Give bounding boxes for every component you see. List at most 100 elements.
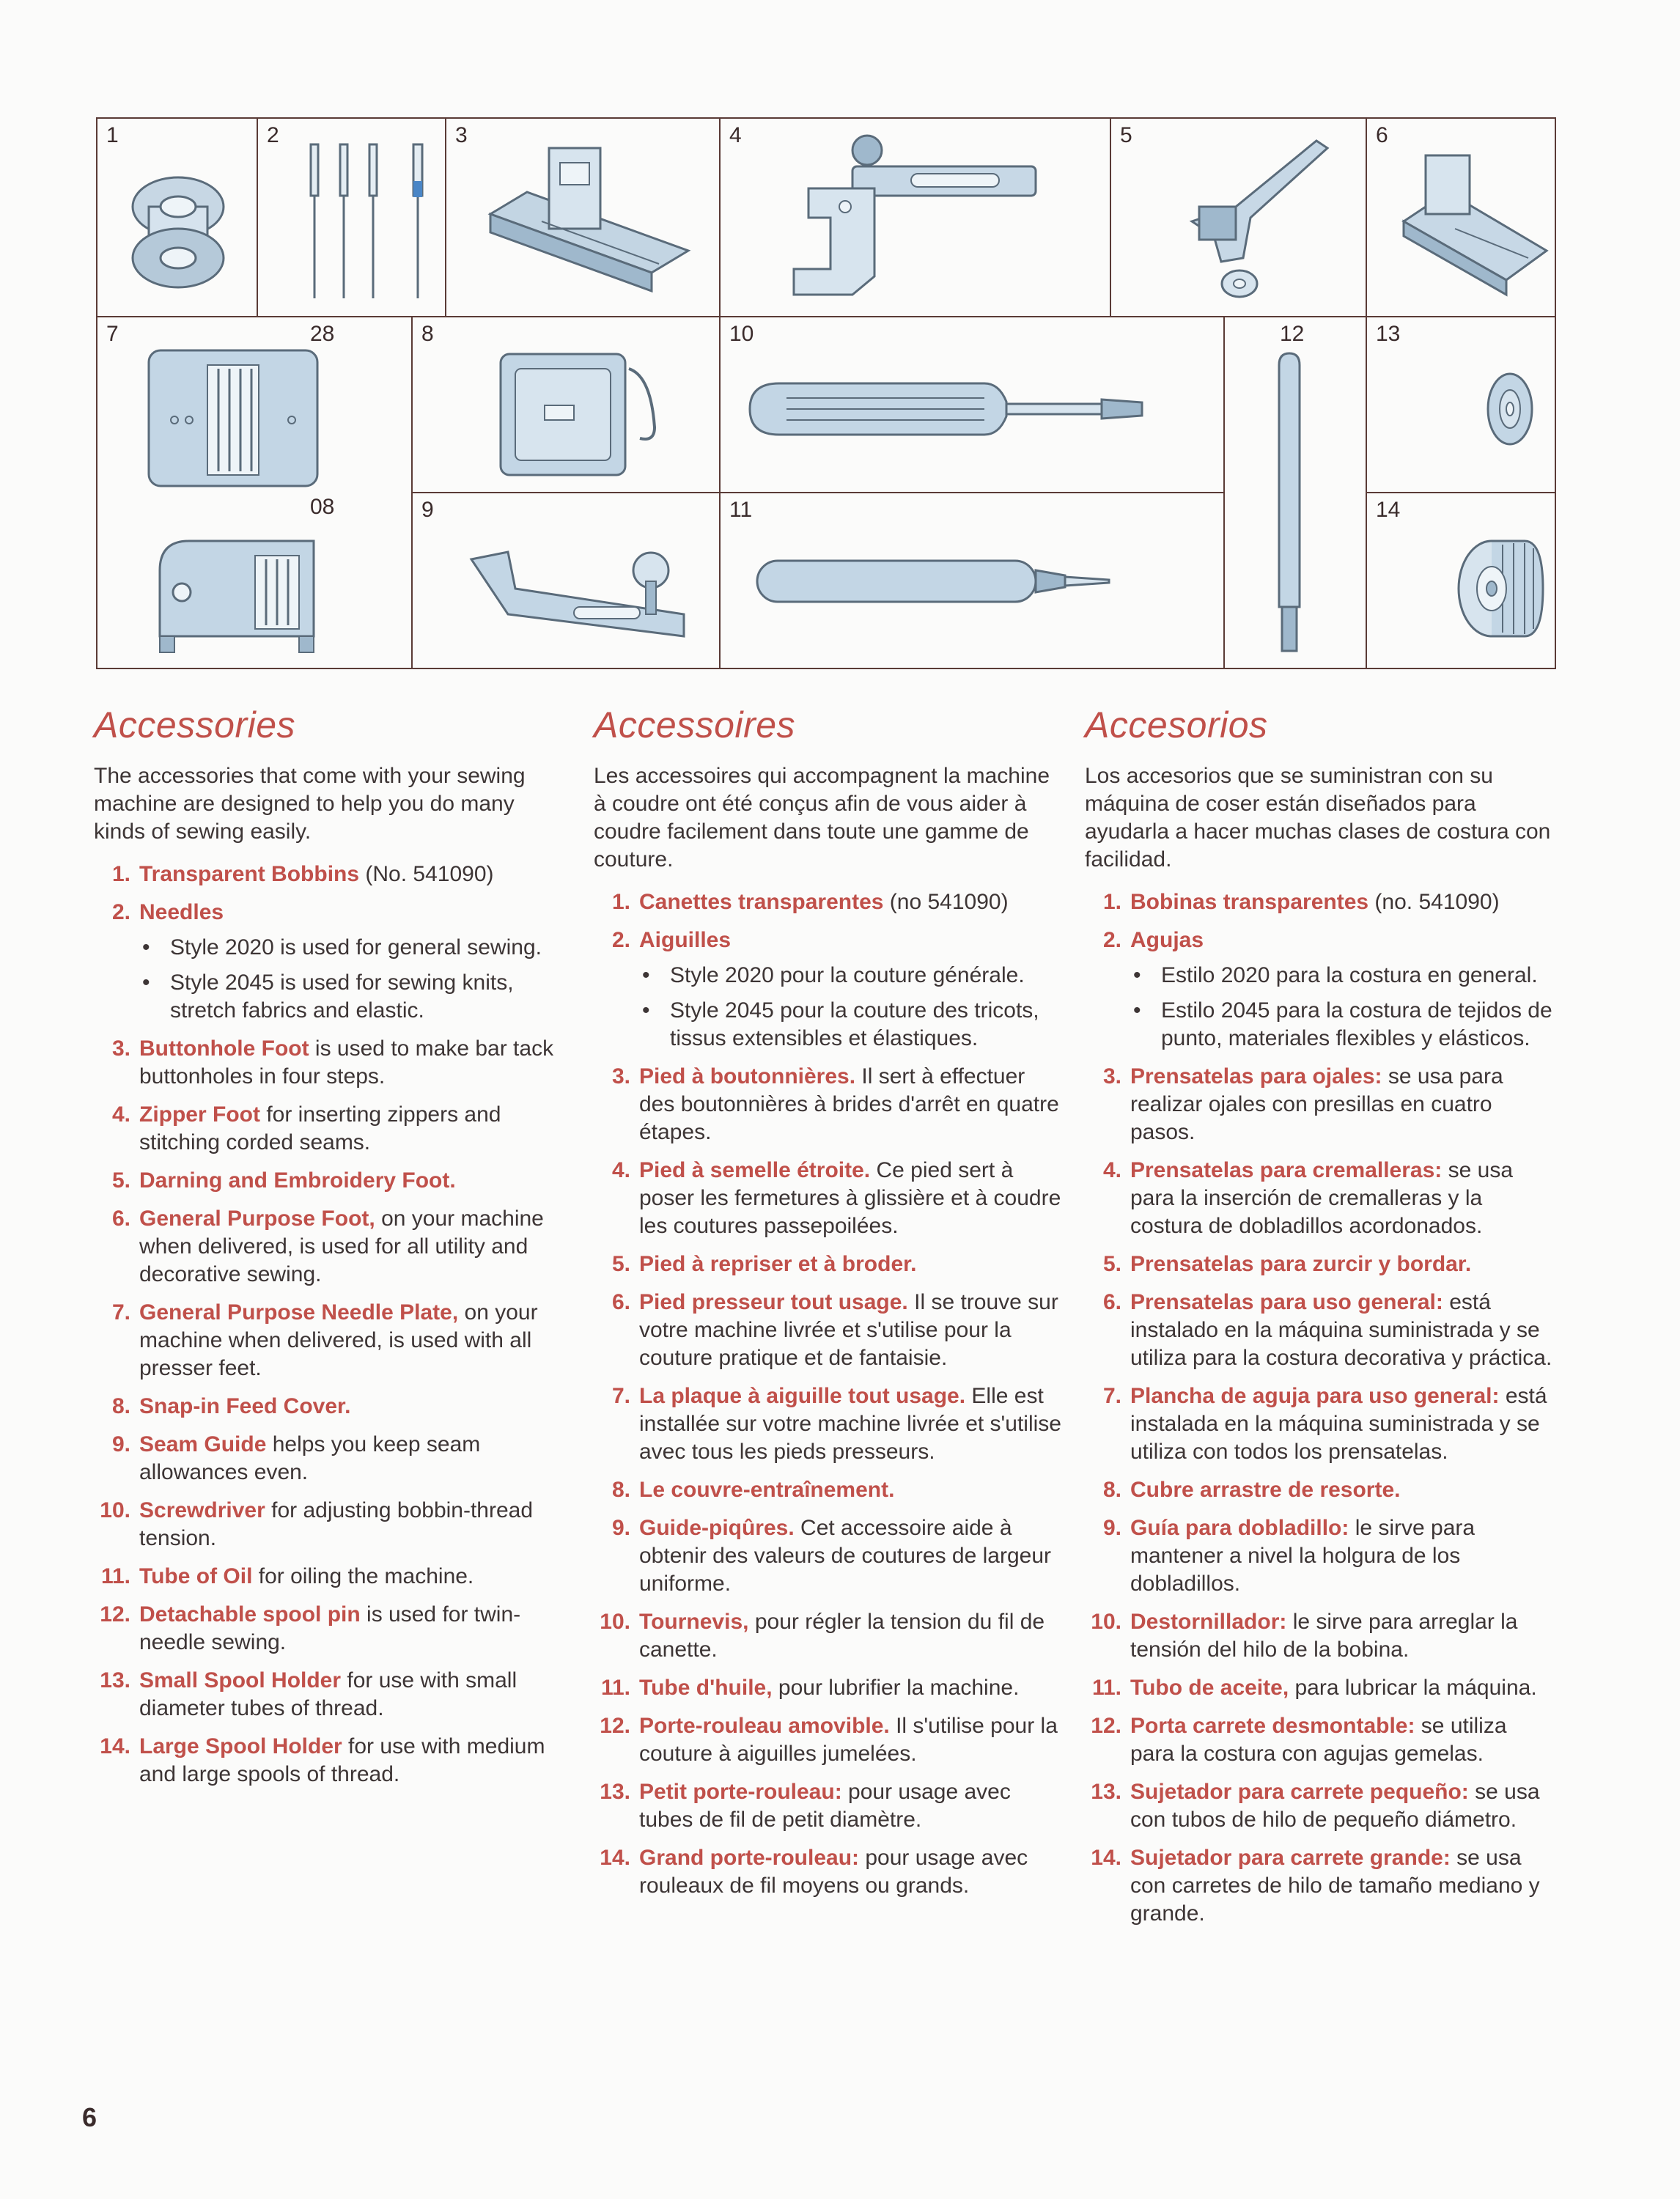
list-item: 12. Detachable spool pin is used for twin… (94, 1601, 561, 1657)
item-number: 8. (111, 1394, 130, 1418)
item-number: 14. (600, 1846, 630, 1870)
item-title: Porta carrete desmontable: (1130, 1714, 1415, 1738)
item-number: 5. (111, 1168, 130, 1193)
spanish-column: Accesorios Los accesorios que se suminis… (1085, 704, 1554, 1938)
item-text: para lubricar la máquina. (1289, 1676, 1537, 1700)
list-item: 5. Darning and Embroidery Foot. (94, 1167, 561, 1195)
list-item: 6.General Purpose Foot, on your machine … (94, 1205, 561, 1289)
list-item: 1.Transparent Bobbins (No. 541090) (94, 861, 561, 888)
list-item: 4.Prensatelas para cremalleras: se usa p… (1085, 1157, 1554, 1240)
list-item: 8.Snap-in Feed Cover. (94, 1393, 561, 1421)
item-number: 1. (611, 890, 630, 914)
general-purpose-foot-illustration (1396, 141, 1550, 302)
screwdriver-illustration (743, 361, 1153, 457)
item-number: 1. (1102, 890, 1121, 914)
list-item: 2.Needles Style 2020 is used for general… (94, 899, 561, 1025)
item-text: Cet accessoire aide à obtenir des valeur… (639, 1516, 1052, 1596)
large-spool-holder-illustration (1451, 530, 1547, 647)
list-item: 12.Porte-rouleau amovible. Il s'utilise … (594, 1712, 1063, 1768)
item-title: Pied à boutonnières. (639, 1064, 856, 1089)
list-item: 2.Agujas Estilo 2020 para la costura en … (1085, 927, 1554, 1053)
oil-tube-illustration (750, 545, 1116, 618)
item-text: Il sert à effectuer des boutonnières à b… (639, 1064, 1059, 1144)
item-number: 3. (1102, 1064, 1121, 1089)
item-text: pour régler la tension du fil de canette… (639, 1610, 1045, 1662)
item-title: Prensatelas para zurcir y bordar. (1130, 1252, 1472, 1276)
list-item: 7.Plancha de aguja para uso general: est… (1085, 1382, 1554, 1466)
item-text: le sirve para mantener a nivel la holgur… (1130, 1516, 1475, 1596)
cell-large-spool-holder: 14 (1366, 492, 1556, 669)
item-number: 14. (1091, 1846, 1121, 1870)
item-number: 8. (611, 1478, 630, 1502)
figure-label: 8 (421, 322, 434, 346)
item-number: 1. (111, 862, 130, 886)
bobbin-illustration (119, 155, 237, 302)
list-item: 7.La plaque à aiguille tout usage. Elle … (594, 1382, 1063, 1466)
cell-buttonhole-foot: 3 (445, 117, 721, 317)
item-number: 7. (111, 1300, 130, 1325)
item-text: for inserting zippers and stitching cord… (139, 1102, 501, 1154)
english-intro: The accessories that come with your sewi… (94, 764, 526, 844)
seam-guide-illustration (464, 530, 706, 655)
item-title: Agujas (1130, 928, 1204, 952)
item-text: se usa con tubos de hilo de pequeño diám… (1130, 1780, 1540, 1832)
needle-styles: Estilo 2020 para la costura en general. … (1130, 962, 1554, 1053)
list-item: 4.Pied à semelle étroite. Ce pied sert à… (594, 1157, 1063, 1240)
figure-label: 1 (106, 123, 119, 147)
item-number: 12. (600, 1714, 630, 1738)
needle-plate-28-illustration (145, 347, 321, 490)
item-title: Sujetador para carrete grande: (1130, 1846, 1451, 1870)
spanish-intro: Los accesorios que se suministran con su… (1085, 764, 1551, 872)
item-text: Il se trouve sur votre machine livrée et… (639, 1290, 1058, 1370)
item-number: 13. (1091, 1780, 1121, 1804)
item-title: Pied à repriser et à broder. (639, 1252, 917, 1276)
list-item: 8.Cubre arrastre de resorte. (1085, 1476, 1554, 1504)
list-item: 13.Petit porte-rouleau: pour usage avec … (594, 1778, 1063, 1834)
item-number: 12. (1091, 1714, 1121, 1738)
list-item: 11.Tubo de aceite, para lubricar la máqu… (1085, 1674, 1554, 1702)
item-number: 5. (1102, 1252, 1121, 1276)
bullet-item: Estilo 2020 para la costura en general. (1130, 962, 1554, 990)
item-text: está instalada en la máquina suministrad… (1130, 1384, 1547, 1464)
item-title: Bobinas transparentes (1130, 890, 1369, 914)
item-title: Detachable spool pin (139, 1602, 361, 1627)
item-title: Zipper Foot (139, 1102, 260, 1127)
item-text: is used for twin-needle sewing. (139, 1602, 521, 1654)
english-column: Accessories The accessories that come wi… (94, 704, 561, 1799)
item-number: 3. (611, 1064, 630, 1089)
cell-screwdriver: 10 (719, 316, 1225, 493)
list-item: 5. Prensatelas para zurcir y bordar. (1085, 1250, 1554, 1278)
french-intro: Les accessoires qui accompagnent la mach… (594, 764, 1050, 872)
item-text: se usa para la inserción de cremalleras … (1130, 1158, 1514, 1238)
bullet-item: Style 2020 pour la couture générale. (639, 962, 1063, 990)
cell-spool-pin: 12 (1223, 316, 1367, 669)
item-title: Tournevis, (639, 1610, 749, 1634)
item-text: Ce pied sert à poser les fermetures à gl… (639, 1158, 1061, 1238)
bullet-item: Style 2020 is used for general sewing. (139, 934, 561, 962)
item-title: Buttonhole Foot (139, 1036, 309, 1061)
item-number: 2. (611, 928, 630, 952)
buttonhole-foot-illustration (476, 133, 703, 306)
item-number: 12. (100, 1602, 130, 1627)
item-title: Guide-piqûres. (639, 1516, 795, 1540)
item-title: Darning and Embroidery Foot. (139, 1168, 456, 1193)
item-title: Tubo de aceite, (1130, 1676, 1289, 1700)
spool-pin-illustration (1275, 350, 1304, 658)
list-item: 3.Buttonhole Foot is used to make bar ta… (94, 1035, 561, 1091)
feed-cover-illustration (493, 347, 669, 482)
item-title: Destornillador: (1130, 1610, 1287, 1634)
figure-label: 14 (1376, 498, 1401, 522)
item-title: Cubre arrastre de resorte. (1130, 1478, 1401, 1502)
list-item: 2.Aiguilles Style 2020 pour la couture g… (594, 927, 1063, 1053)
list-item: 10.Destornillador: le sirve para arregla… (1085, 1608, 1554, 1664)
item-title: Prensatelas para uso general: (1130, 1290, 1443, 1314)
item-text: pour lubrifier la machine. (772, 1676, 1020, 1700)
item-number: 13. (600, 1780, 630, 1804)
item-number: 13. (100, 1668, 130, 1692)
item-text: (No. 541090) (359, 862, 494, 886)
zipper-foot-illustration (765, 130, 1058, 309)
item-title: Plancha de aguja para uso general: (1130, 1384, 1500, 1408)
figure-label: 9 (421, 498, 434, 522)
item-number: 10. (1091, 1610, 1121, 1634)
item-title: Large Spool Holder (139, 1734, 342, 1758)
